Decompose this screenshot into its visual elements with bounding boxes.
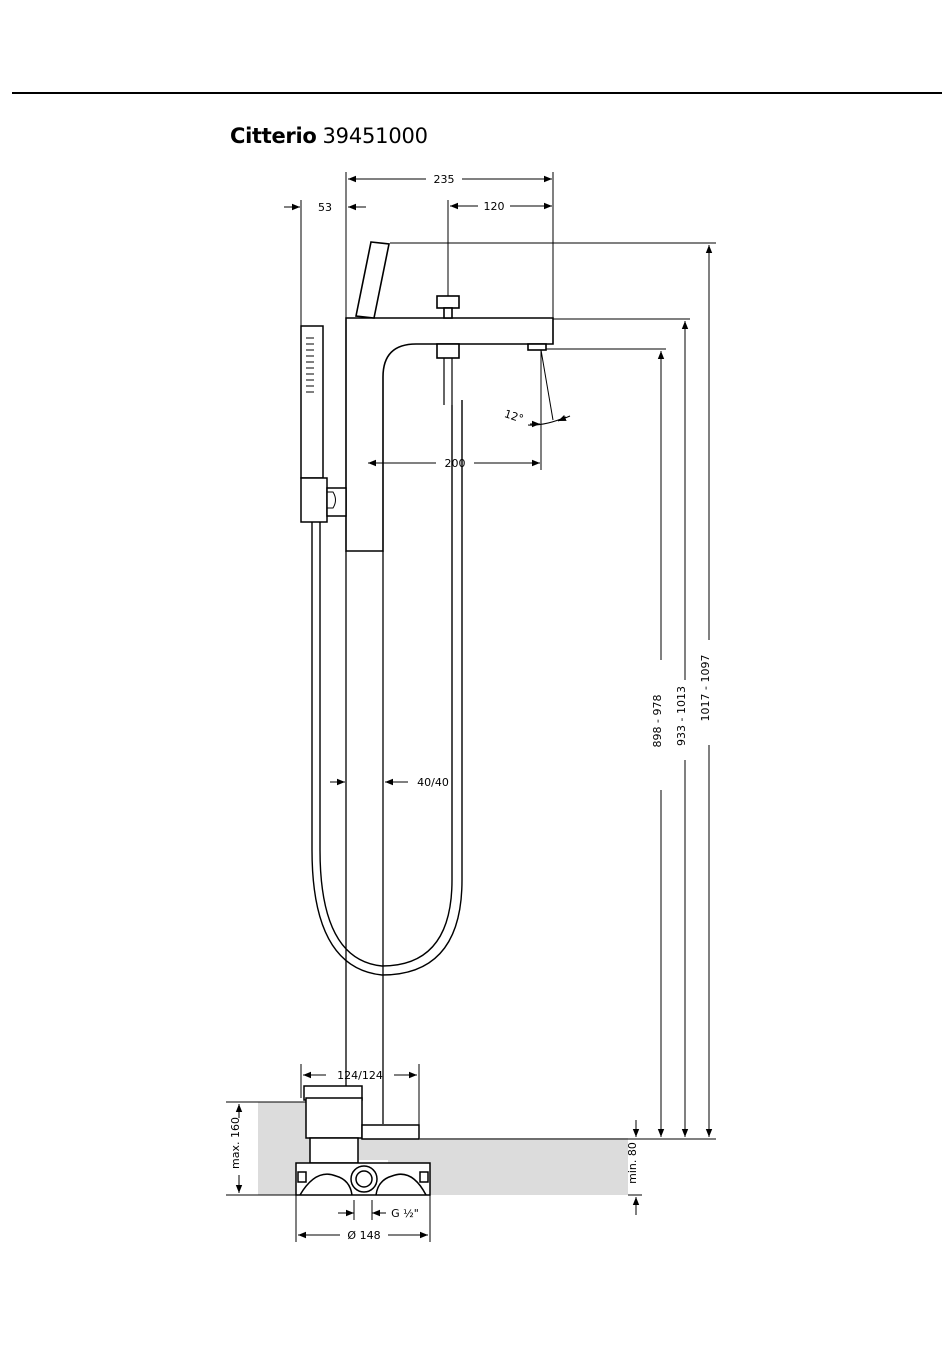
- dim-label-handshower-offset: 53: [318, 201, 332, 214]
- dim-label-connection: G ½": [391, 1207, 419, 1220]
- hose: [312, 400, 462, 975]
- dim-label-base-width: 124/124: [337, 1069, 383, 1082]
- faucet-body: [346, 242, 553, 1124]
- dim-label-spout-angle: 12°: [503, 407, 526, 425]
- dim-label-width-total: 235: [434, 173, 455, 186]
- hand-shower: [301, 326, 346, 522]
- dim-label-spout-projection: 200: [445, 457, 466, 470]
- dim-label-height-spout-top: 933 - 1013: [675, 686, 688, 746]
- dim-label-height-outlet: 898 - 978: [651, 695, 664, 748]
- dim-label-height-total: 1017 - 1097: [699, 655, 712, 722]
- dim-label-floor-depth-max: max. 160: [229, 1117, 242, 1169]
- dim-label-handle-offset: 120: [484, 200, 505, 213]
- dim-label-column-width: 40/40: [417, 776, 449, 789]
- dim-label-base-diameter: Ø 148: [347, 1229, 380, 1242]
- dim-label-floor-depth-min: min. 80: [626, 1142, 639, 1184]
